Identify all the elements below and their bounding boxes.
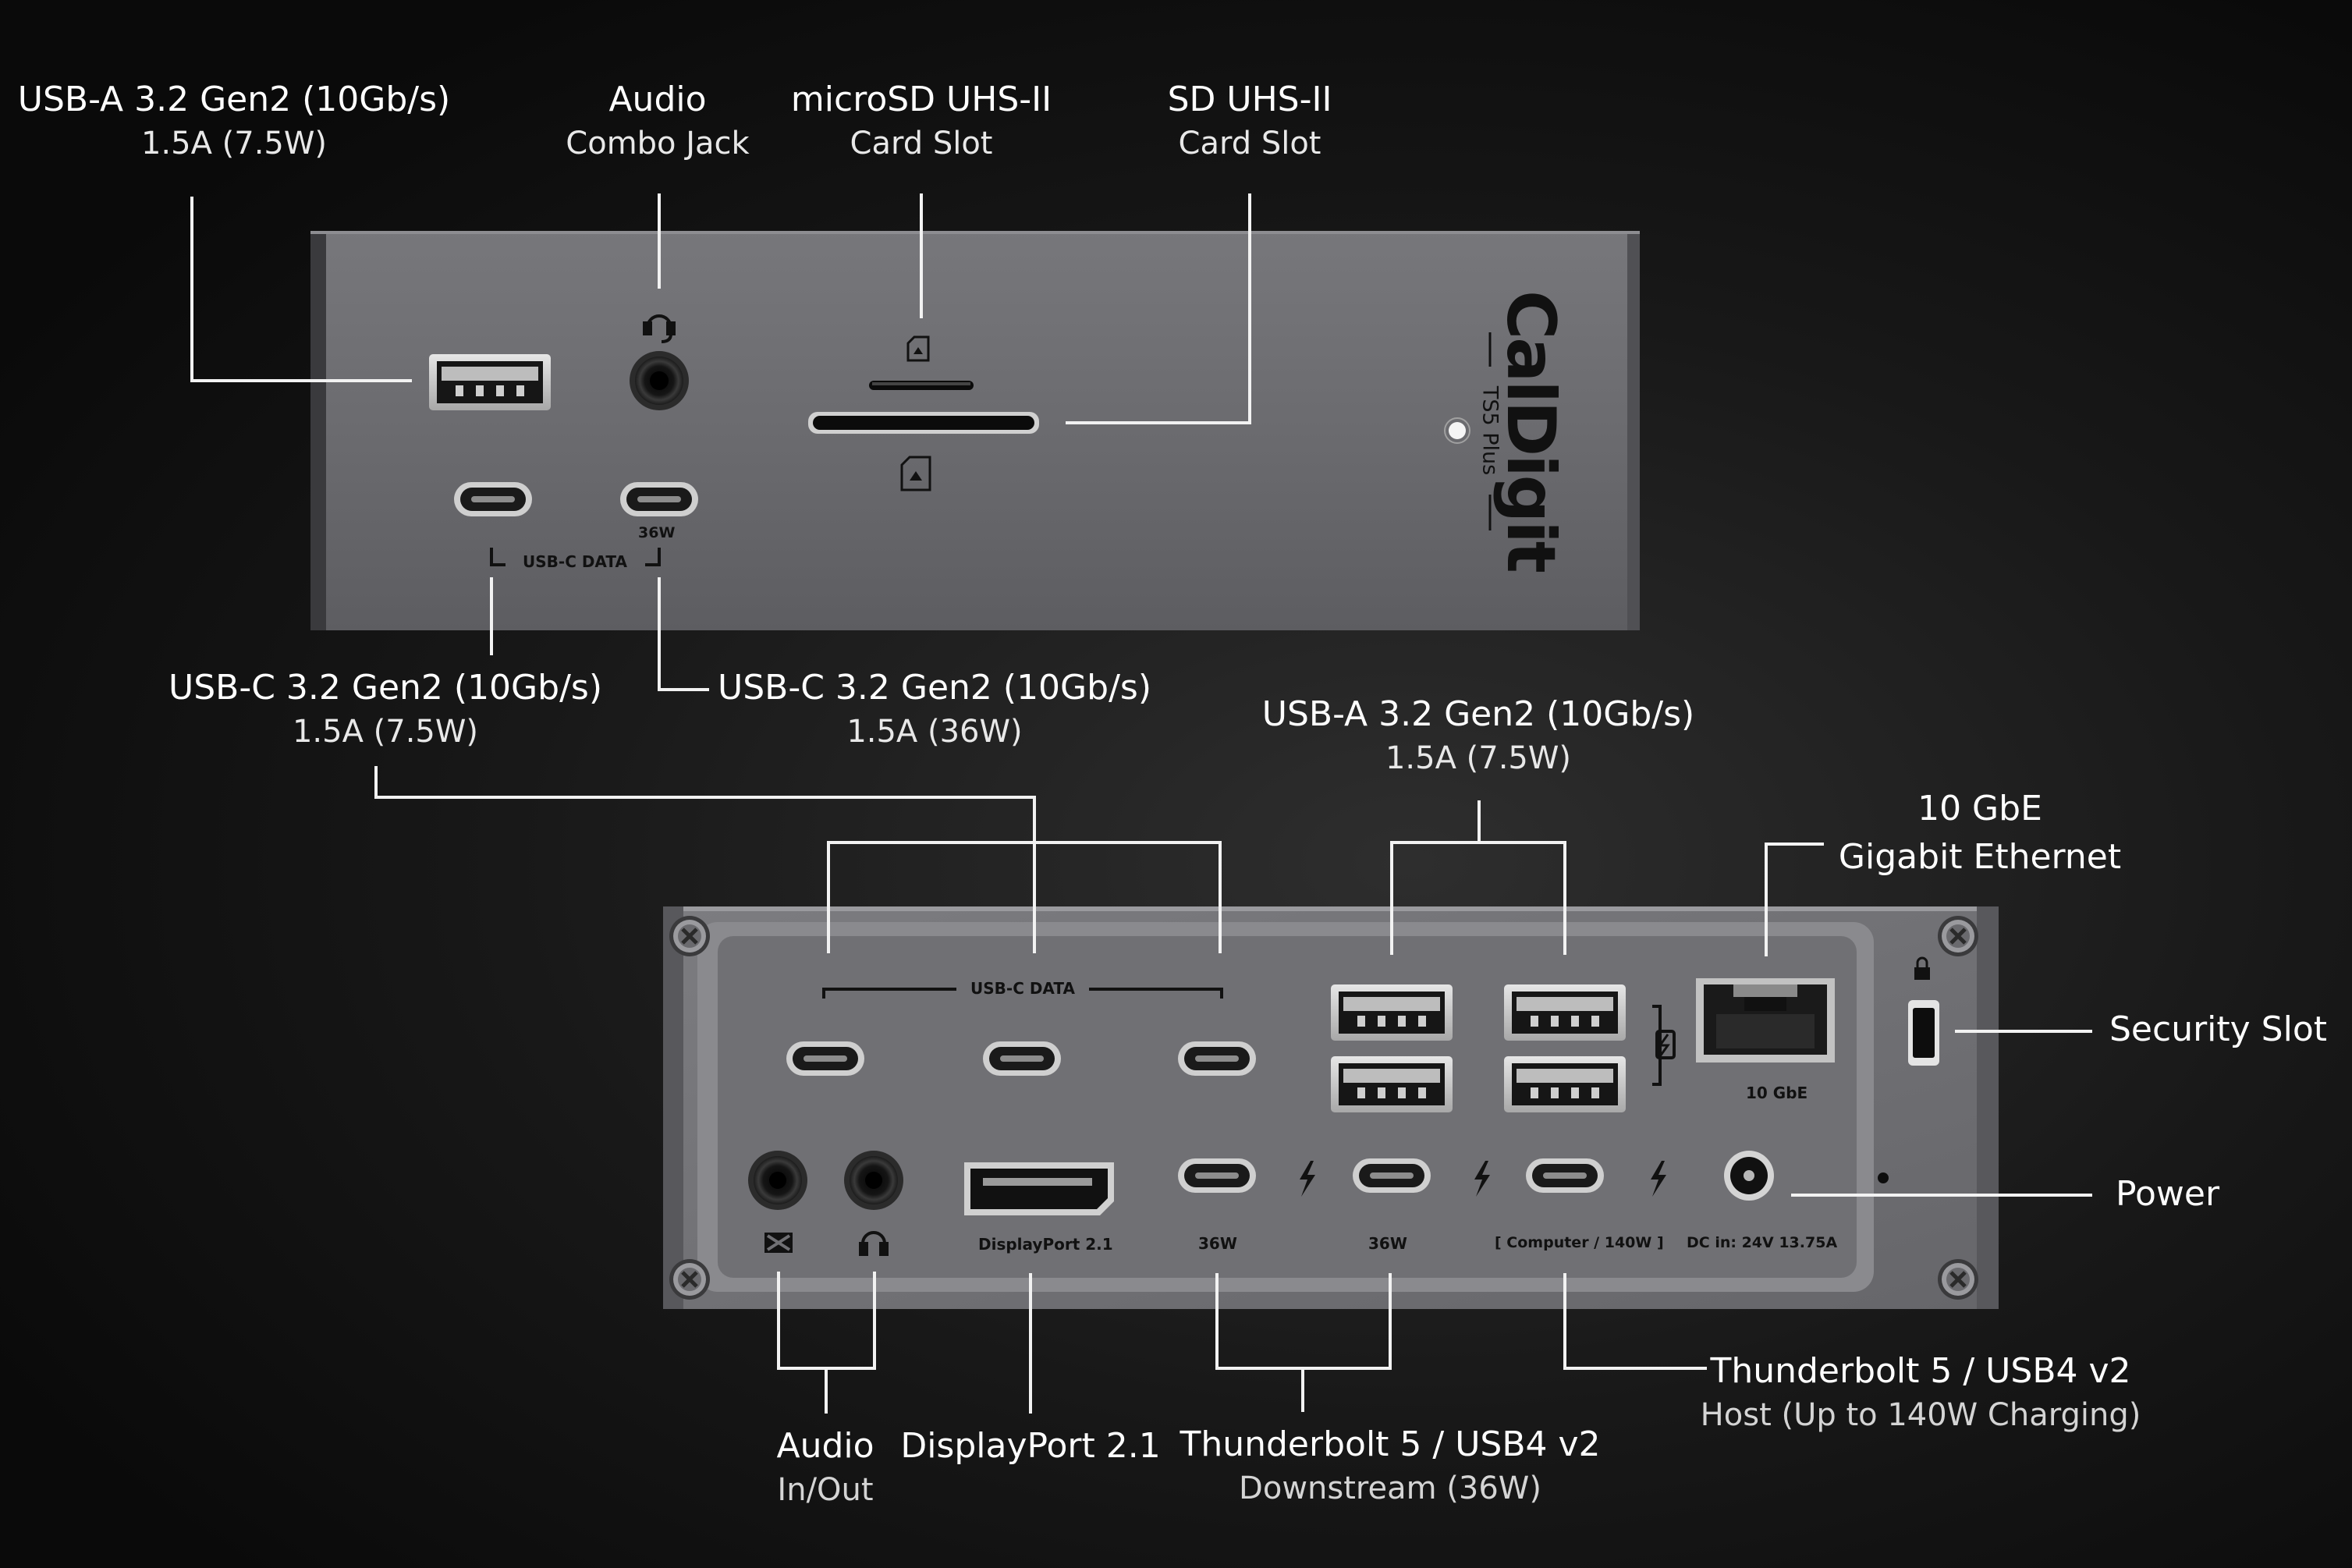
headset-icon — [643, 314, 676, 343]
microsd-slot[interactable] — [869, 381, 974, 390]
rear-screw — [1938, 1259, 1978, 1300]
rear-screw — [669, 1259, 710, 1300]
reset-hole — [1878, 1172, 1889, 1183]
displayport-port[interactable] — [964, 1162, 1114, 1215]
label-front-usb-c-left: USB-C 3.2 Gen2 (10Gb/s) 1.5A (7.5W) — [169, 668, 602, 750]
rear-usb-a-port-2[interactable] — [1504, 984, 1626, 1041]
audio-line-in-jack[interactable] — [748, 1151, 807, 1210]
ethernet-mark: 10 GbE — [1746, 1084, 1808, 1102]
label-tb-host: Thunderbolt 5 / USB4 v2 Host (Up to 140W… — [1700, 1351, 2141, 1433]
label-rear-usb-a: USB-A 3.2 Gen2 (10Gb/s) 1.5A (7.5W) — [1261, 694, 1695, 776]
dc-power-port[interactable] — [1724, 1151, 1774, 1201]
tb5-downstream-port-1[interactable] — [1178, 1158, 1256, 1193]
label-front-usb-a: USB-A 3.2 Gen2 (10Gb/s) 1.5A (7.5W) — [17, 80, 451, 161]
line-in-icon — [764, 1233, 793, 1253]
headphone-icon — [859, 1231, 889, 1256]
rear-screw — [669, 916, 710, 956]
microsd-icon — [906, 335, 930, 362]
rear-usb-c-data-port-1[interactable] — [786, 1041, 864, 1076]
rear-panel — [663, 906, 1999, 1309]
tb5-host-port[interactable] — [1526, 1158, 1604, 1193]
model-name: TS5 Plus — [1478, 385, 1502, 476]
rear-screw — [1938, 916, 1978, 956]
rear-usb-c-data-bracket — [822, 988, 1223, 999]
rear-usb-a-port-3[interactable] — [1331, 1056, 1453, 1112]
tb1-36w-mark: 36W — [1198, 1234, 1237, 1253]
tb5-downstream-port-2[interactable] — [1353, 1158, 1431, 1193]
label-security-slot: Security Slot — [2109, 1009, 2327, 1049]
sd-card-icon — [900, 456, 931, 491]
front-usb-c-data-mark: USB-C DATA — [523, 552, 627, 571]
sd-card-slot[interactable] — [808, 412, 1039, 434]
label-front-microsd: microSD UHS-II Card Slot — [790, 80, 1052, 161]
label-power: Power — [2116, 1174, 2220, 1214]
label-audio-in-out: Audio In/Out — [776, 1426, 874, 1508]
ethernet-port[interactable] — [1696, 978, 1835, 1062]
dc-in-mark: DC in: 24V 13.75A — [1687, 1234, 1838, 1251]
rear-usb-a-port-1[interactable] — [1331, 984, 1453, 1041]
rear-usb-c-data-port-2[interactable] — [983, 1041, 1061, 1076]
audio-headphone-jack[interactable] — [844, 1151, 903, 1210]
front-audio-jack[interactable] — [630, 351, 689, 410]
rear-usb-a-port-4[interactable] — [1504, 1056, 1626, 1112]
rear-usb-c-data-mark: USB-C DATA — [970, 979, 1075, 998]
thunderbolt-icon — [1300, 1161, 1666, 1197]
front-usb-c-port-left[interactable] — [454, 482, 532, 516]
front-usb-a-port[interactable] — [429, 354, 551, 410]
tb2-36w-mark: 36W — [1368, 1234, 1407, 1253]
label-displayport: DisplayPort 2.1 — [900, 1426, 1161, 1466]
host-computer-mark: [ Computer / 140W ] — [1495, 1234, 1664, 1251]
caldigit-logo: CalDigit — [1492, 290, 1570, 571]
rear-usb-c-data-port-3[interactable] — [1178, 1041, 1256, 1076]
usb-c-data-bracket — [490, 548, 661, 566]
displayport-mark: DisplayPort 2.1 — [978, 1235, 1113, 1254]
label-ethernet: 10 GbE Gigabit Ethernet — [1838, 789, 2122, 877]
security-slot[interactable] — [1908, 1000, 1939, 1066]
label-front-sd: SD UHS-II Card Slot — [1167, 80, 1332, 161]
charging-icon — [1652, 1005, 1676, 1086]
status-led — [1449, 422, 1466, 439]
label-tb-downstream: Thunderbolt 5 / USB4 v2 Downstream (36W) — [1180, 1424, 1601, 1506]
front-panel — [310, 231, 1640, 630]
front-usb-c-port-right[interactable] — [620, 482, 698, 516]
front-36w-mark: 36W — [638, 524, 676, 541]
label-front-audio: Audio Combo Jack — [566, 80, 750, 161]
lock-icon — [1914, 956, 1930, 980]
label-front-usb-c-right: USB-C 3.2 Gen2 (10Gb/s) 1.5A (36W) — [718, 668, 1151, 750]
